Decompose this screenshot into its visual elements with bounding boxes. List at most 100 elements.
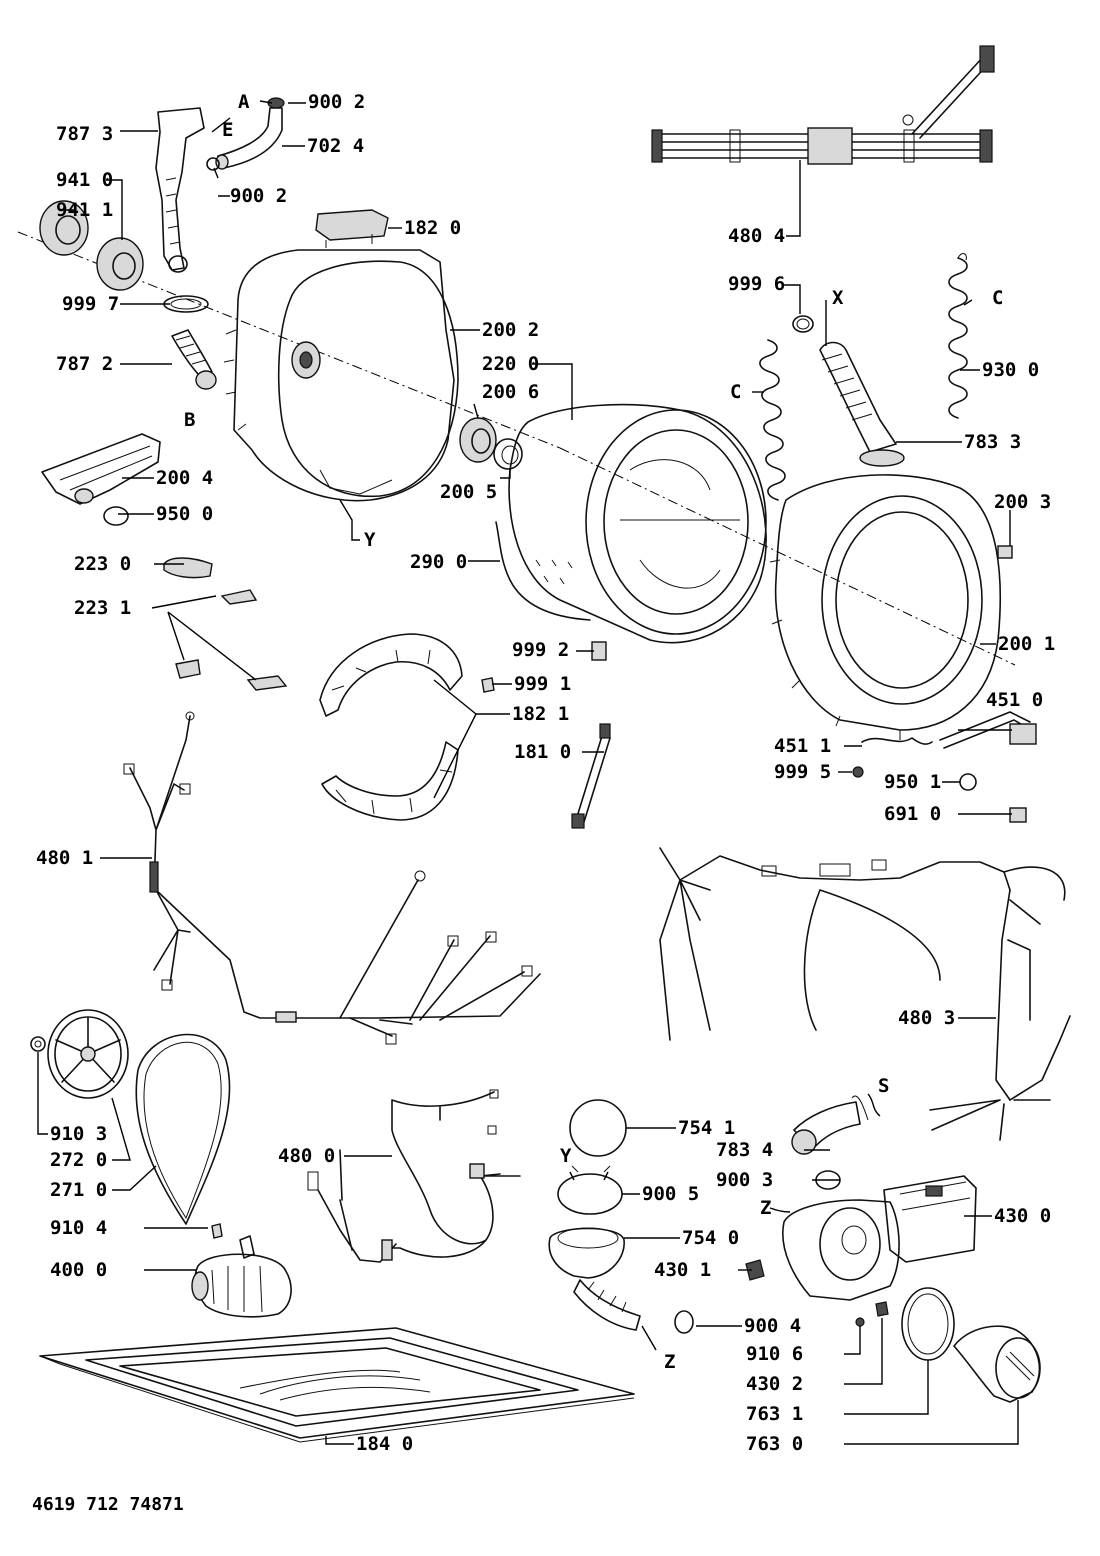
label-c-left: C (730, 381, 741, 403)
counterweight-182-1-lower (321, 741, 459, 821)
hose-787-3 (155, 107, 205, 273)
leader-lines (37, 100, 1019, 1445)
bearing-941-0 (96, 237, 144, 291)
label-184-0: 184 0 (356, 1433, 413, 1455)
label-480-4: 480 4 (728, 225, 785, 247)
label-200-6: 200 6 (482, 381, 539, 403)
label-451-0: 451 0 (986, 689, 1043, 711)
pump-430-0 (782, 1175, 977, 1301)
label-430-1: 430 1 (654, 1259, 711, 1281)
label-400-0: 400 0 (50, 1259, 107, 1281)
label-941-1: 941 1 (56, 199, 113, 221)
screw-910-6 (855, 1317, 865, 1327)
label-910-3: 910 3 (50, 1123, 107, 1145)
label-x: X (832, 287, 844, 309)
filter-cap-763-0 (953, 1325, 1041, 1403)
foot-223-1-a (220, 589, 258, 605)
screw-999-5 (852, 766, 864, 778)
nut-910-3 (30, 1036, 46, 1052)
label-z-pump: Z (760, 1197, 771, 1219)
label-910-4: 910 4 (50, 1217, 107, 1239)
label-y-top: Y (364, 529, 376, 551)
wire-harness-480-0 (307, 1089, 521, 1263)
screw-999-1 (481, 677, 495, 693)
motor-400-0 (191, 1235, 292, 1318)
part-labels: A 900 2 E 787 3 702 4 941 0 900 2 941 1 … (32, 91, 1055, 1515)
label-787-2: 787 2 (56, 353, 113, 375)
shock-absorber-181-0 (571, 723, 611, 829)
label-y-bottom: Y (560, 1145, 572, 1167)
label-930-0: 930 0 (982, 359, 1039, 381)
seal-200-6 (459, 417, 497, 463)
filter-754-1 (569, 1099, 627, 1157)
label-480-1: 480 1 (36, 847, 93, 869)
label-900-2-top: 900 2 (308, 91, 365, 113)
gasket-950-0 (103, 506, 129, 526)
label-200-5: 200 5 (440, 481, 497, 503)
spring-930-0-right (948, 253, 968, 419)
label-763-1: 763 1 (746, 1403, 803, 1425)
label-900-2-lower: 900 2 (230, 185, 287, 207)
label-223-1: 223 1 (74, 597, 131, 619)
label-702-4: 702 4 (307, 135, 364, 157)
front-tub-200-1 (769, 474, 1002, 740)
label-271-0: 271 0 (50, 1179, 107, 1201)
hose-783-4 (791, 1095, 869, 1155)
label-s: S (878, 1075, 889, 1097)
label-754-0: 754 0 (682, 1227, 739, 1249)
label-220-0: 220 0 (482, 353, 539, 375)
base-plate-184-0 (39, 1327, 635, 1443)
label-900-4: 900 4 (744, 1315, 801, 1337)
bellows-783-3 (819, 341, 905, 467)
clamp-900-4 (674, 1310, 694, 1334)
label-783-4: 783 4 (716, 1139, 773, 1161)
clip-200-3 (997, 545, 1013, 559)
label-787-3: 787 3 (56, 123, 113, 145)
harness-480-4 (651, 45, 995, 165)
label-480-3: 480 3 (898, 1007, 955, 1029)
foot-223-1-c (246, 675, 288, 691)
label-950-0: 950 0 (156, 503, 213, 525)
label-941-0: 941 0 (56, 169, 113, 191)
belt-271-0 (135, 1033, 231, 1225)
counterweight-182-0 (315, 209, 389, 248)
cable-290-0 (495, 521, 591, 621)
label-430-2: 430 2 (746, 1373, 803, 1395)
pulley-272-0 (47, 1009, 129, 1099)
assembly-axis-front (559, 447, 1016, 666)
wire-harness-480-1 (123, 711, 541, 1045)
sump-754-0 (548, 1227, 641, 1331)
label-451-1: 451 1 (774, 735, 831, 757)
label-200-1: 200 1 (998, 633, 1055, 655)
label-900-3: 900 3 (716, 1169, 773, 1191)
label-z-sump: Z (664, 1351, 675, 1373)
label-783-3: 783 3 (964, 431, 1021, 453)
counterweight-182-1-upper (319, 633, 463, 717)
seal-763-1 (901, 1287, 955, 1361)
label-223-0: 223 0 (74, 553, 131, 575)
gasket-950-1 (959, 773, 977, 791)
label-999-2: 999 2 (512, 639, 569, 661)
document-number: 4619 712 74871 (32, 1494, 184, 1515)
clamp-900-2-lower (206, 157, 220, 171)
spring-c-left (759, 339, 786, 501)
label-900-5: 900 5 (642, 1183, 699, 1205)
flange-200-5 (493, 438, 523, 470)
sensor-451-1 (861, 737, 933, 745)
label-999-7: 999 7 (62, 293, 119, 315)
label-200-3: 200 3 (994, 491, 1051, 513)
rear-tub-200-2 (223, 249, 459, 502)
clamp-999-6 (792, 315, 814, 333)
label-272-0: 272 0 (50, 1149, 107, 1171)
seal-430-2 (875, 1301, 889, 1317)
label-e: E (222, 119, 233, 141)
label-200-2: 200 2 (482, 319, 539, 341)
label-181-0: 181 0 (514, 741, 571, 763)
label-200-4: 200 4 (156, 467, 213, 489)
label-999-6: 999 6 (728, 273, 785, 295)
pump-part-430-1 (745, 1259, 765, 1281)
label-c-right: C (992, 287, 1003, 309)
label-a: A (238, 91, 250, 113)
label-910-6: 910 6 (746, 1343, 803, 1365)
